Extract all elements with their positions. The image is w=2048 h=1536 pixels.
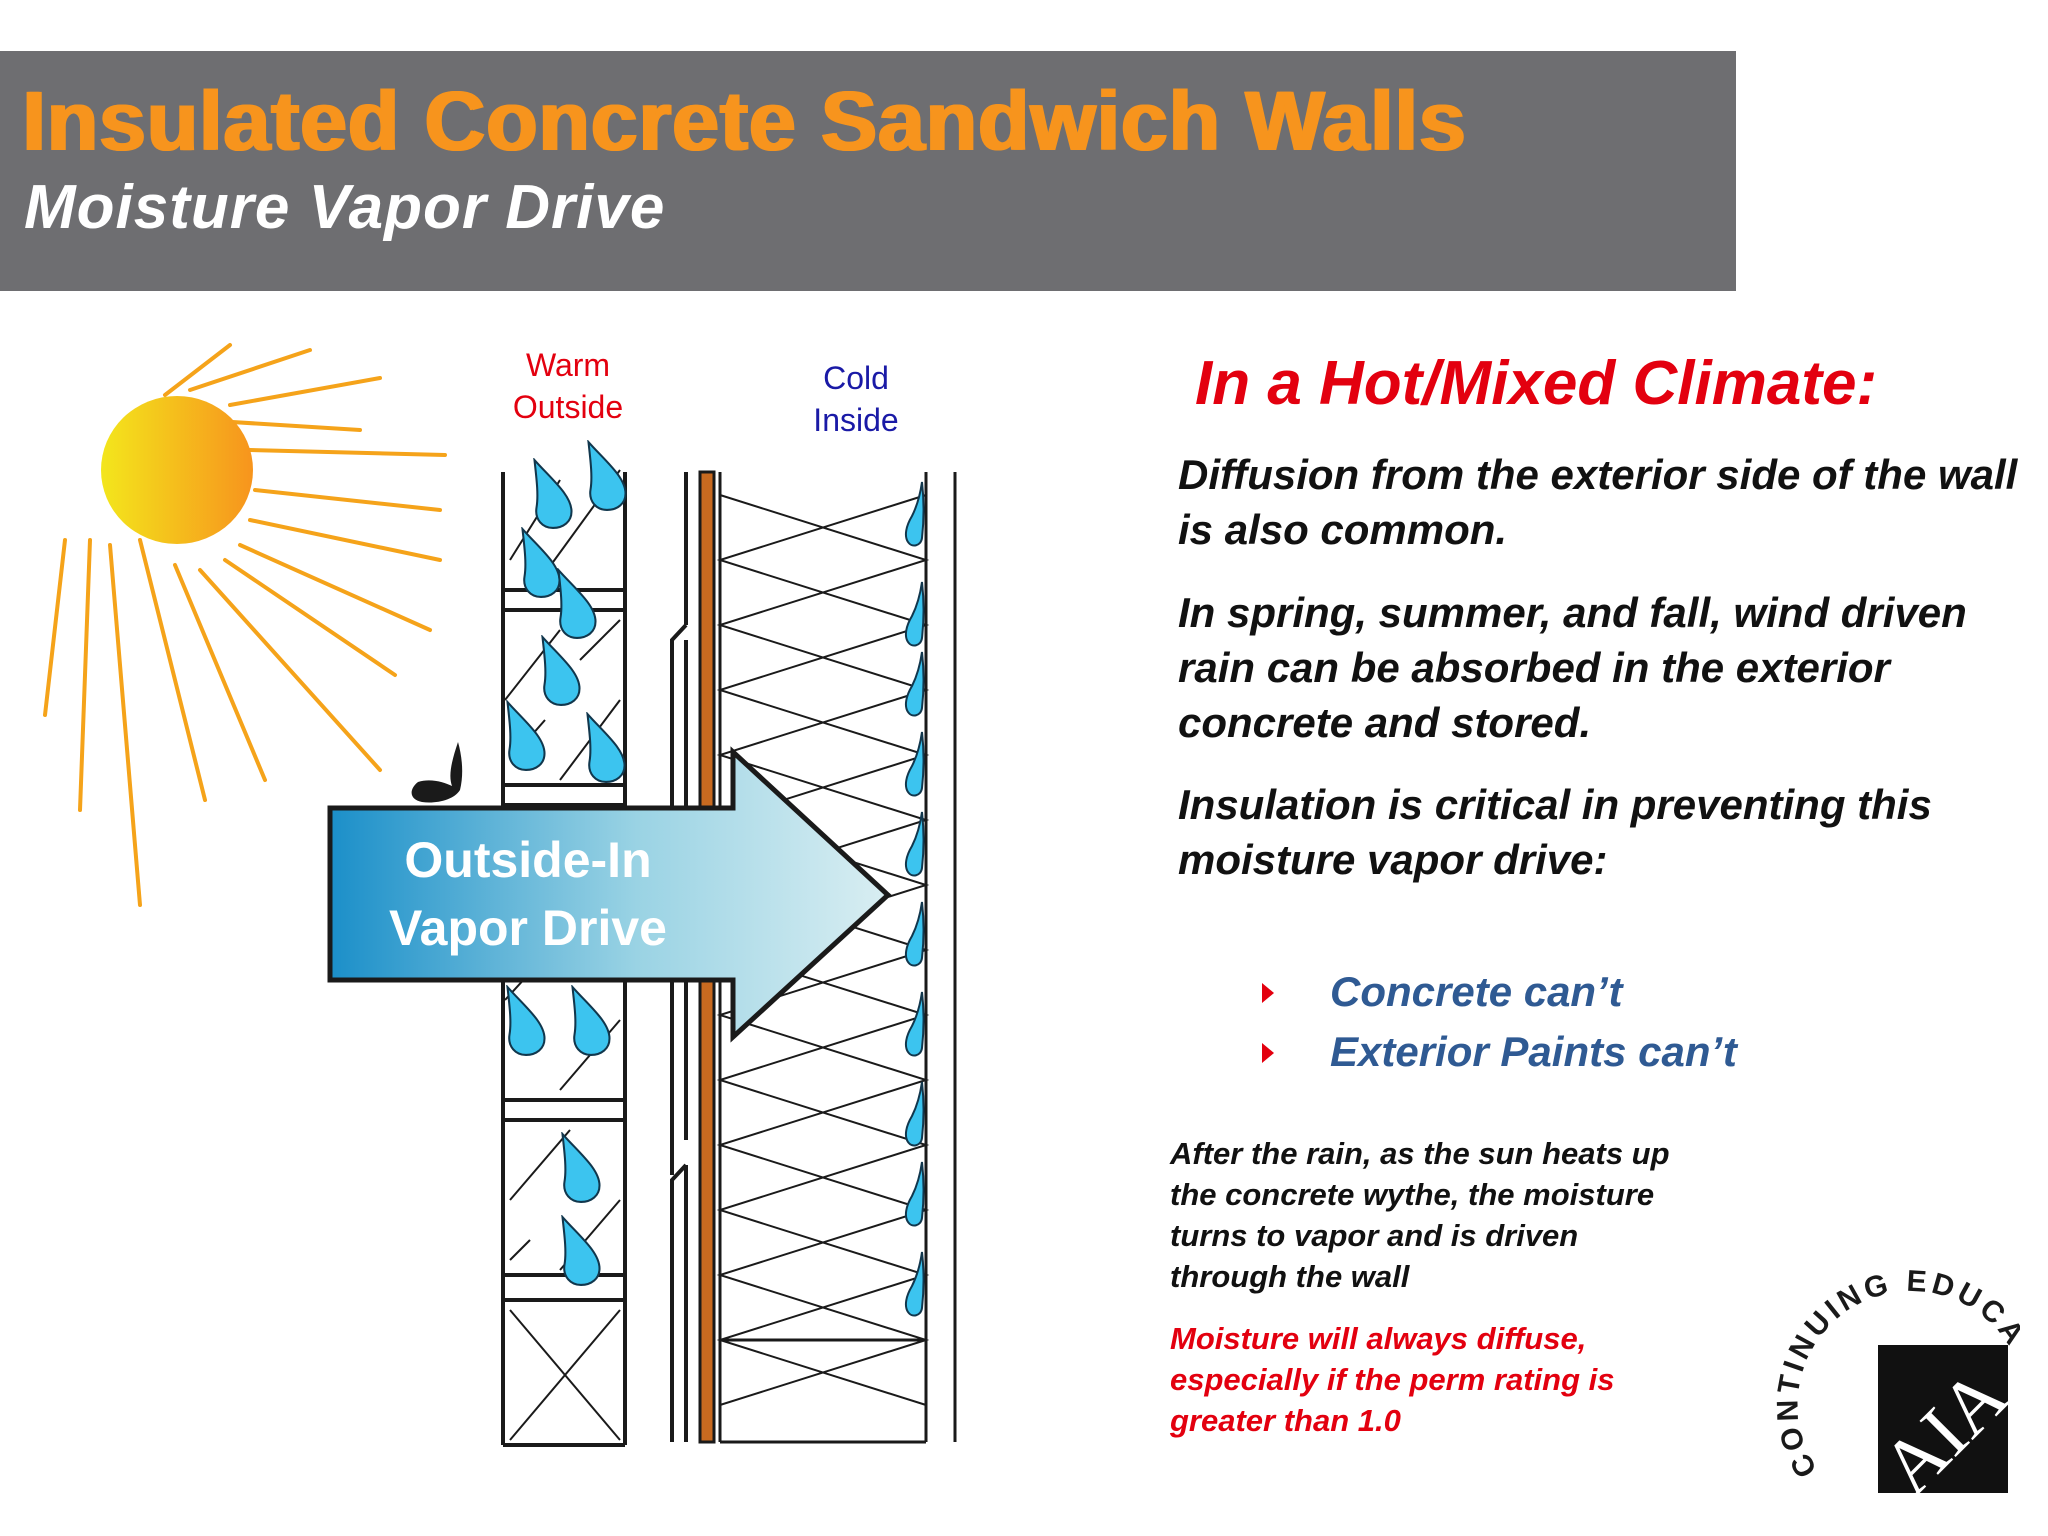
bullet-text: Exterior Paints can’t bbox=[1330, 1028, 1737, 1075]
aia-continuing-education-logo: CONTINUING EDUCATION AIA bbox=[1740, 1220, 2020, 1510]
moisture-drops-interior bbox=[904, 481, 925, 1317]
paragraph-wind-rain: In spring, summer, and fall, wind driven… bbox=[1178, 589, 1967, 746]
aia-mark bbox=[1878, 1345, 2008, 1493]
bullet-arrow-icon bbox=[1262, 1043, 1274, 1063]
climate-heading: In a Hot/Mixed Climate: bbox=[1195, 349, 1878, 418]
bullet-arrow-icon bbox=[1262, 983, 1274, 1003]
note-perm-rating: Moisture will always diffuse, especially… bbox=[1170, 1321, 1615, 1438]
warm-label: Warm bbox=[526, 347, 610, 383]
slide-title: Insulated Concrete Sandwich Walls bbox=[22, 74, 1467, 168]
bullet-item-concrete: Concrete can’t bbox=[1262, 962, 1737, 1022]
arrow-label-line2: Vapor Drive bbox=[389, 900, 667, 956]
outside-label: Outside bbox=[513, 389, 623, 425]
title-bar: Insulated Concrete Sandwich Walls Moistu… bbox=[0, 51, 1736, 291]
bullet-text: Concrete can’t bbox=[1330, 968, 1623, 1015]
vapor-drive-arrow: Outside-In Vapor Drive bbox=[327, 746, 892, 1043]
slide-subtitle: Moisture Vapor Drive bbox=[24, 173, 666, 242]
inside-label: Inside bbox=[813, 402, 898, 438]
cold-label: Cold bbox=[823, 360, 889, 396]
sun-icon bbox=[43, 343, 447, 907]
wall-section-diagram: Warm Outside Cold Inside bbox=[43, 343, 957, 1447]
bullet-list: Concrete can’t Exterior Paints can’t bbox=[1262, 962, 1737, 1082]
paragraph-diffusion: Diffusion from the exterior side of the … bbox=[1178, 451, 2018, 553]
wind-drop-icon bbox=[411, 742, 463, 803]
bullet-item-paints: Exterior Paints can’t bbox=[1262, 1022, 1737, 1082]
note-sun-heats: After the rain, as the sun heats up the … bbox=[1170, 1136, 1670, 1294]
paragraph-insulation: Insulation is critical in preventing thi… bbox=[1178, 781, 1932, 883]
arrow-label-line1: Outside-In bbox=[404, 832, 651, 888]
